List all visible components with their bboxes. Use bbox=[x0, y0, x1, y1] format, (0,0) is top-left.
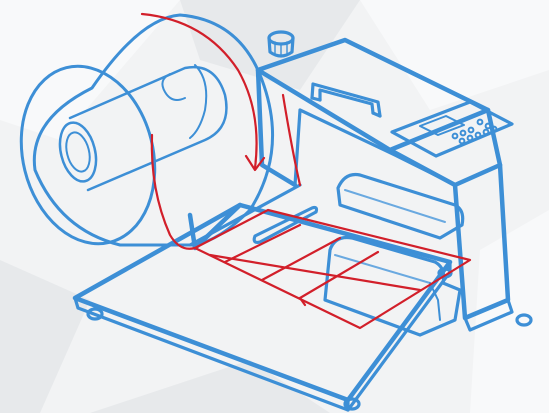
upper-chute-crease bbox=[344, 189, 446, 223]
film-path-web bbox=[193, 208, 472, 330]
lower-chute-crease bbox=[334, 254, 431, 284]
film-path-cross-line bbox=[208, 253, 422, 292]
guide-roller-body bbox=[252, 205, 319, 244]
keypad-button bbox=[466, 134, 474, 142]
film-path-seal-line bbox=[298, 250, 380, 300]
keypad-button bbox=[490, 125, 498, 133]
keypad-button bbox=[476, 118, 484, 126]
roll-core-inner bbox=[65, 131, 91, 173]
housing-left-edge bbox=[255, 67, 298, 188]
keypad-buttons bbox=[451, 118, 498, 145]
background-facet bbox=[90, 360, 330, 413]
film-path-seal-line bbox=[223, 223, 302, 264]
rotation-arrow-head bbox=[244, 154, 266, 172]
top-cap bbox=[267, 30, 295, 58]
base-foot bbox=[343, 397, 361, 411]
curved-arrow-icon bbox=[140, 12, 266, 172]
upper-chute bbox=[336, 172, 465, 240]
handle-bar bbox=[310, 82, 382, 118]
machine-base-plate bbox=[72, 202, 533, 412]
handle-foot bbox=[310, 96, 322, 102]
handle-inner bbox=[318, 88, 375, 115]
keypad-button bbox=[459, 129, 467, 137]
roll-core-hole bbox=[58, 121, 98, 183]
base-foot bbox=[515, 313, 533, 327]
carry-handle bbox=[310, 82, 382, 118]
control-panel-plate bbox=[390, 100, 514, 158]
background-facet bbox=[360, 0, 549, 110]
film-path-drop bbox=[150, 133, 197, 250]
keypad-button bbox=[482, 128, 490, 136]
display-screen bbox=[419, 115, 465, 136]
keypad-button bbox=[451, 132, 459, 140]
film-path-tab bbox=[298, 296, 307, 307]
housing-front-top-edge bbox=[452, 162, 503, 188]
handle-foot bbox=[371, 111, 382, 118]
background-facet bbox=[0, 260, 90, 413]
machine-housing bbox=[255, 30, 514, 332]
film-roll bbox=[19, 13, 275, 247]
base-foot bbox=[86, 307, 104, 321]
keypad-button bbox=[474, 131, 482, 139]
film-path-back bbox=[281, 93, 302, 187]
keypad-button bbox=[484, 122, 492, 130]
core-collar bbox=[189, 64, 208, 139]
film-path-seal-line bbox=[260, 236, 342, 282]
film-path bbox=[150, 93, 472, 330]
keypad-button bbox=[467, 126, 475, 134]
rotation-arrow-shaft bbox=[140, 12, 258, 170]
output-chutes bbox=[323, 172, 465, 337]
lower-chute-fold bbox=[429, 282, 441, 321]
keypad-button bbox=[458, 137, 466, 145]
guide-roller bbox=[252, 205, 319, 244]
housing-bottom-lip bbox=[463, 298, 514, 332]
background-facet bbox=[0, 0, 180, 140]
core-notch bbox=[161, 73, 186, 101]
control-panel bbox=[390, 100, 514, 158]
housing-front-face bbox=[293, 108, 457, 187]
upper-chute-body bbox=[336, 172, 465, 240]
roll-body bbox=[32, 13, 275, 247]
